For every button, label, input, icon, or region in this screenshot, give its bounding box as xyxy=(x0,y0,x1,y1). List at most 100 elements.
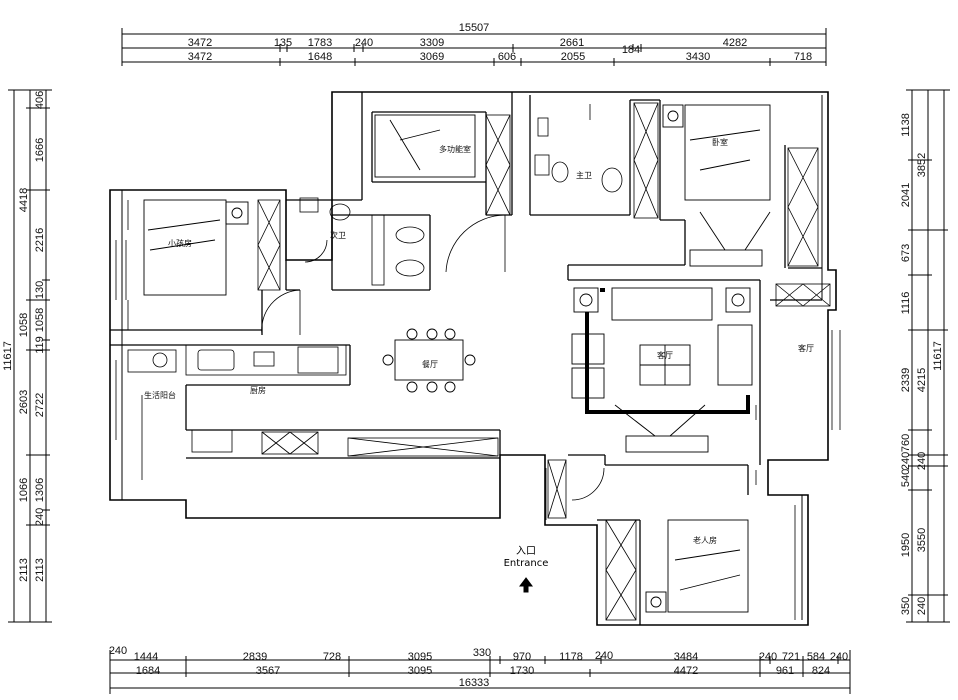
door-swings xyxy=(261,214,605,520)
dim-bot-r1-13: 240 xyxy=(830,651,848,663)
room-labels: 多功能室 主卫 次卫 厨房 生活阳台 小孩房 卧室 客厅 餐厅 客厅 老人房 xyxy=(144,137,814,545)
dim-right-r2-4: 240 xyxy=(916,597,928,615)
dim-left-r2-0: 4418 xyxy=(18,188,30,212)
dim-right-r1-9: 350 xyxy=(900,597,912,615)
dim-bot-r2-1: 3567 xyxy=(256,665,280,677)
dim-top-r2-2: 3069 xyxy=(420,51,444,63)
bath-fixtures xyxy=(127,117,623,373)
right-dim-text: 11617 1138 2041 673 1116 2339 760 240 54… xyxy=(900,113,944,615)
dim-bot-total: 16333 xyxy=(459,677,490,689)
dim-right-r1-3: 1116 xyxy=(900,292,912,315)
dim-left-r1-4: 1058 xyxy=(34,308,46,332)
entrance: 入口 Entrance xyxy=(504,546,549,569)
dim-bot-r1-11: 721 xyxy=(782,651,800,663)
dim-bot-r2-2: 3095 xyxy=(408,665,432,677)
dim-bot-r2-6: 824 xyxy=(812,665,830,677)
dim-right-total: 11617 xyxy=(932,341,944,371)
dim-left-total: 11617 xyxy=(2,341,14,371)
dim-bot-r1-2: 2839 xyxy=(243,651,267,663)
dim-top-r1-5: 2661 xyxy=(560,37,584,49)
entrance-en: Entrance xyxy=(504,558,549,569)
dim-left-r2-3: 1066 xyxy=(18,478,30,502)
room-dining: 餐厅 xyxy=(422,360,438,369)
dim-bot-r1-10: 240 xyxy=(759,651,777,663)
dim-bot-r1-7: 1178 xyxy=(559,651,583,663)
dim-top-r2-1: 1648 xyxy=(308,51,332,63)
left-dim-text: 11617 4418 1058 2603 1066 2113 406 1666 … xyxy=(2,91,46,582)
dim-top-r2-6: 718 xyxy=(794,51,812,63)
dining-table xyxy=(382,328,476,393)
dim-top-r2-5: 3430 xyxy=(686,51,710,63)
dim-top-r1-3: 240 xyxy=(355,37,373,49)
top-dimension-lines xyxy=(121,28,827,66)
top-dim-text: 15507 3472 135 1783 240 3309 2661 184 42… xyxy=(188,22,812,63)
bottom-dim-text: 330 240 1444 2839 728 3095 970 1178 240 … xyxy=(109,645,848,689)
sliding-arrows xyxy=(127,104,757,485)
dim-bot-r1-8: 240 xyxy=(595,650,613,662)
room-child: 小孩房 xyxy=(168,238,192,248)
dim-left-r1-6: 2722 xyxy=(34,393,46,417)
dim-left-r1-2: 2216 xyxy=(34,228,46,252)
dim-right-r1-8: 1950 xyxy=(900,533,912,557)
dim-left-r2-1: 1058 xyxy=(18,313,30,337)
windows xyxy=(115,240,841,620)
room-kitchen: 厨房 xyxy=(250,385,266,395)
bottom-dimension-lines xyxy=(109,650,851,694)
dim-left-r1-1: 1666 xyxy=(34,138,46,162)
outer-walls xyxy=(109,91,837,626)
dim-top-total: 15507 xyxy=(459,22,490,34)
dim-top-r2-4: 2055 xyxy=(561,51,585,63)
wardrobes xyxy=(257,102,831,621)
dim-bot-r2-3: 1730 xyxy=(510,665,534,677)
dim-bot-r1-3: 728 xyxy=(323,651,341,663)
dim-right-r2-0: 3852 xyxy=(916,153,928,177)
room-living: 客厅 xyxy=(798,343,814,353)
interior-walls xyxy=(110,92,822,625)
right-dimension-lines xyxy=(906,89,950,623)
dim-top-r2-0: 3472 xyxy=(188,51,212,63)
dim-top-r1-0: 3472 xyxy=(188,37,212,49)
dim-right-r2-1: 4215 xyxy=(916,368,928,392)
dim-top-r1-7: 4282 xyxy=(723,37,747,49)
dim-right-r1-4: 2339 xyxy=(900,368,912,392)
dim-left-r1-8: 240 xyxy=(34,508,46,526)
dim-right-r1-2: 673 xyxy=(900,244,912,262)
dim-right-r1-6: 240 xyxy=(900,452,912,470)
room-elder: 老人房 xyxy=(693,535,717,545)
dim-right-r1-0: 1138 xyxy=(900,113,912,137)
dim-bot-r2-5: 961 xyxy=(776,665,794,677)
dim-left-r1-7: 1306 xyxy=(34,478,46,502)
dim-bot-r2-0: 1684 xyxy=(136,665,160,677)
room-bedroom: 卧室 xyxy=(712,137,728,147)
dim-left-r2-2: 2603 xyxy=(18,390,30,414)
beds xyxy=(143,104,771,613)
dim-top-r1-6: 184 xyxy=(622,44,640,56)
dim-bot-r1-12: 584 xyxy=(807,651,825,663)
dim-left-r1-5: 119 xyxy=(34,336,46,354)
left-dimension-lines xyxy=(8,89,52,623)
room-bath-main: 主卫 xyxy=(576,170,592,180)
dim-top-r1-4: 3309 xyxy=(420,37,444,49)
dim-bot-r1-1: 1444 xyxy=(134,651,158,663)
dim-bot-r2-4: 4472 xyxy=(674,665,698,677)
room-bath-guest: 次卫 xyxy=(330,230,346,240)
living-furniture xyxy=(571,211,771,453)
dim-top-r1-1: 135 xyxy=(274,37,292,49)
dim-left-r1-3: 130 xyxy=(34,281,46,299)
entrance-cn: 入口 xyxy=(516,546,536,557)
dim-left-r1-9: 2113 xyxy=(34,558,46,582)
dim-right-r1-1: 2041 xyxy=(900,183,912,207)
room-living-feature: 客厅 xyxy=(657,350,673,360)
dim-left-r2-4: 2113 xyxy=(18,558,30,582)
dim-right-r1-5: 760 xyxy=(900,434,912,452)
dim-left-r1-0: 406 xyxy=(34,91,46,109)
dim-bot-r1-6: 970 xyxy=(513,651,531,663)
dim-right-r2-3: 3550 xyxy=(916,528,928,552)
dim-top-r2-3: 606 xyxy=(498,51,516,63)
kitchen-counter xyxy=(185,344,499,457)
dim-bot-r1-0: 240 xyxy=(109,645,127,657)
room-balcony: 生活阳台 xyxy=(144,390,176,400)
entrance-arrow-icon xyxy=(519,577,533,593)
dim-right-r2-2: 240 xyxy=(916,452,928,470)
